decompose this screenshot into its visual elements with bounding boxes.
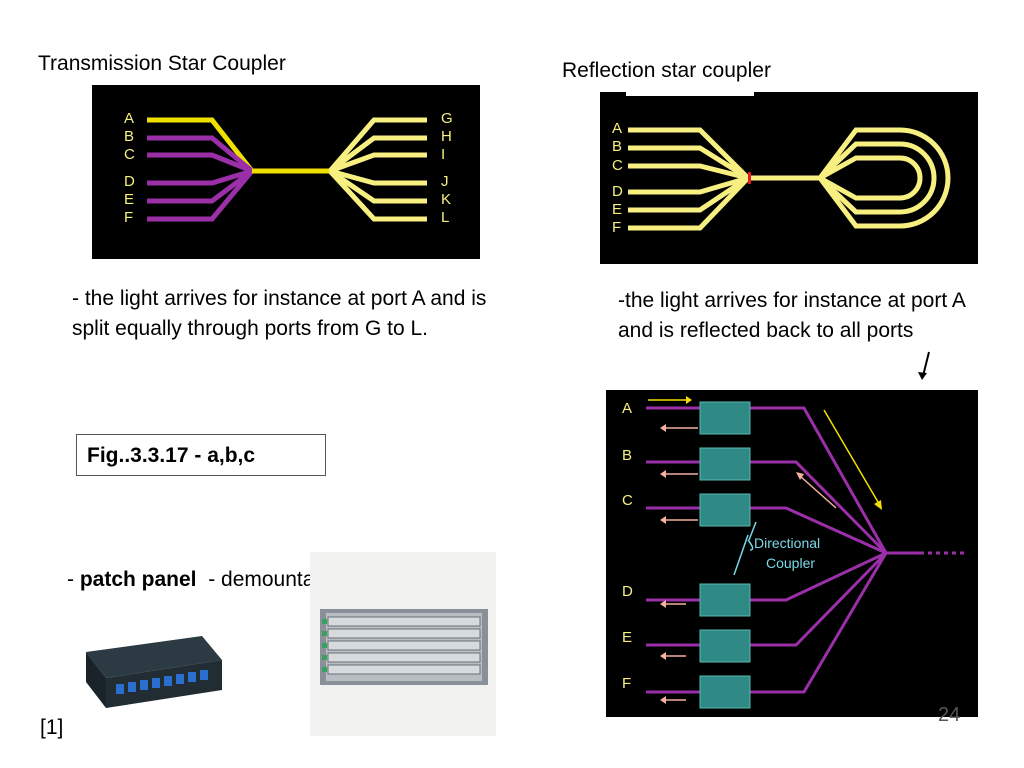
- r-port-c: C: [612, 157, 623, 174]
- d-port-b: B: [622, 447, 632, 464]
- t-port-e: E: [124, 191, 134, 208]
- d-port-e: E: [622, 629, 632, 646]
- t-port-j: J: [441, 173, 449, 190]
- reference-marker: [1]: [40, 716, 64, 739]
- directional-label-1: Directional: [754, 535, 820, 551]
- pointer-arrow: [918, 351, 930, 380]
- d-port-c: C: [622, 492, 633, 509]
- transmission-description: - the light arrives for instance at port…: [72, 287, 487, 340]
- t-port-h: H: [441, 128, 452, 145]
- t-port-l: L: [441, 209, 449, 226]
- reflection-title: Reflection star coupler: [562, 59, 771, 82]
- t-port-b: B: [124, 128, 134, 145]
- transmission-title: Transmission Star Coupler: [38, 52, 286, 75]
- directional-coupler-diagram: A B C D E F Directional Coupler: [606, 390, 978, 717]
- coupler-boxes: [699, 401, 751, 709]
- r-port-b: B: [612, 138, 622, 155]
- t-port-f: F: [124, 209, 133, 226]
- r-port-d: D: [612, 183, 623, 200]
- d-port-f: F: [622, 675, 631, 692]
- patch-panel-label: patch panel: [79, 568, 197, 591]
- r-port-e: E: [612, 201, 622, 218]
- patch-prefix: -: [67, 568, 80, 591]
- d-port-a: A: [622, 400, 632, 417]
- signal-arrows: [648, 396, 882, 704]
- r-port-f: F: [612, 219, 621, 236]
- transmission-star-diagram: A B C D E F G H I J K L: [92, 85, 480, 259]
- reflection-fibers: [628, 127, 951, 231]
- reflection-star-diagram: A B C D E F: [600, 92, 978, 264]
- figure-caption: Fig..3.3.17 - a,b,c: [76, 434, 326, 476]
- directional-fibers: [646, 406, 968, 694]
- t-port-k: K: [441, 191, 451, 208]
- patch-panel-image: [86, 636, 222, 708]
- t-port-c: C: [124, 146, 135, 163]
- reflection-description: -the light arrives for instance at port …: [618, 289, 965, 342]
- page-number: 24: [938, 704, 961, 726]
- t-port-a: A: [124, 110, 134, 127]
- r-port-a: A: [612, 120, 622, 137]
- t-port-d: D: [124, 173, 135, 190]
- d-port-d: D: [622, 583, 633, 600]
- demountable-coupler-image: [320, 609, 488, 685]
- transmission-fibers: [147, 117, 427, 222]
- label-leaders: [733, 521, 757, 576]
- t-port-i: I: [441, 146, 445, 163]
- directional-label-2: Coupler: [766, 555, 815, 571]
- t-port-g: G: [441, 110, 453, 127]
